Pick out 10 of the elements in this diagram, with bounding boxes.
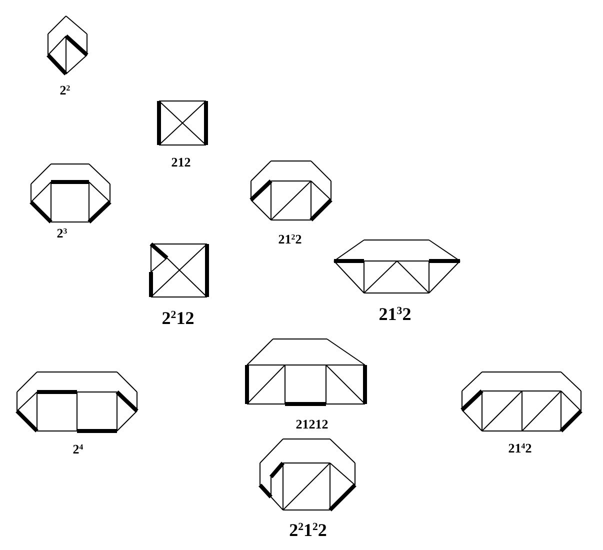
graph-label: 21$^{3}$2 xyxy=(378,305,412,323)
graph-label: 212 xyxy=(171,156,191,168)
graph-label: 2$^{4}$ xyxy=(72,442,84,456)
graph-label: 21$^{2}$2 xyxy=(278,232,302,246)
graph-label: 2$^{2}$1$^{2}$2 xyxy=(289,521,327,539)
graph-label: 2$^{2}$ xyxy=(60,84,70,96)
graph-label: 2$^{3}$ xyxy=(56,226,68,240)
graph-label: 21212 xyxy=(296,418,328,430)
graph-label: 2$^{2}$12 xyxy=(162,309,194,327)
graph-label: 21$^{4}$2 xyxy=(508,442,532,454)
